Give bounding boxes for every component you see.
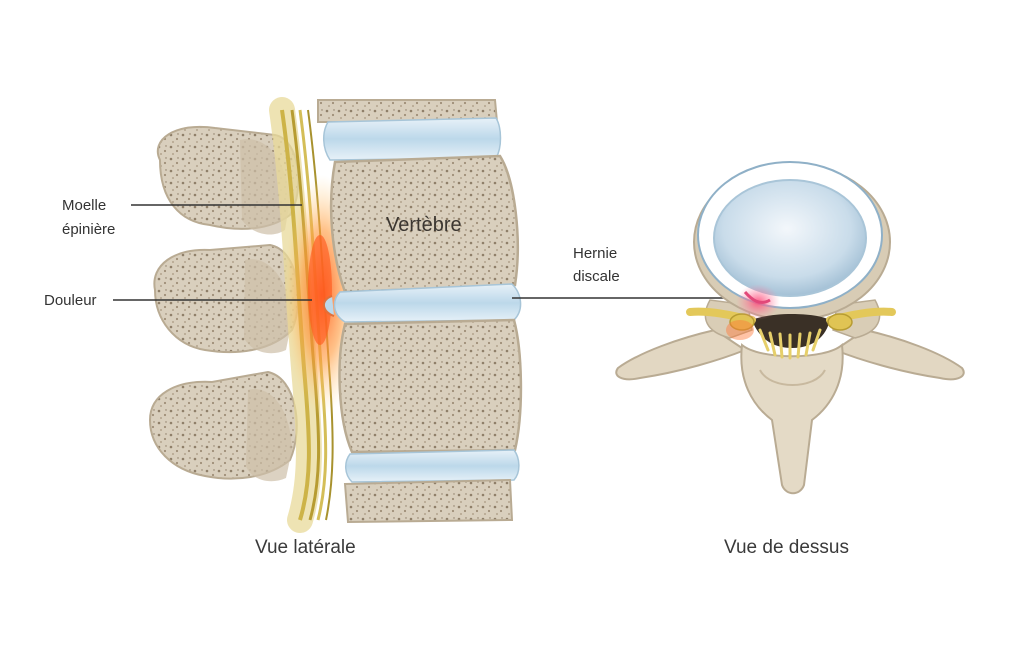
disc-upper	[323, 117, 502, 161]
vertebra-lower	[338, 318, 523, 454]
vertebral-column	[317, 99, 523, 524]
caption-top-view: Vue de dessus	[724, 537, 849, 558]
disc-lower	[345, 449, 520, 483]
lateral-view	[113, 97, 755, 533]
spinous-processes	[148, 125, 300, 482]
label-spinal-cord-line1: Moelle	[62, 197, 107, 214]
nucleus	[713, 179, 867, 297]
label-hernia-line1: Hernie	[573, 245, 618, 262]
vertebra-upper	[329, 154, 519, 294]
caption-lateral-view: Vue latérale	[255, 537, 356, 558]
label-hernia-line2: discale	[573, 268, 620, 285]
label-pain: Douleur	[44, 292, 97, 309]
label-vertebra: Vertèbre	[386, 214, 462, 236]
label-spinal-cord-line2: épinière	[62, 221, 116, 238]
top-view	[615, 161, 965, 495]
